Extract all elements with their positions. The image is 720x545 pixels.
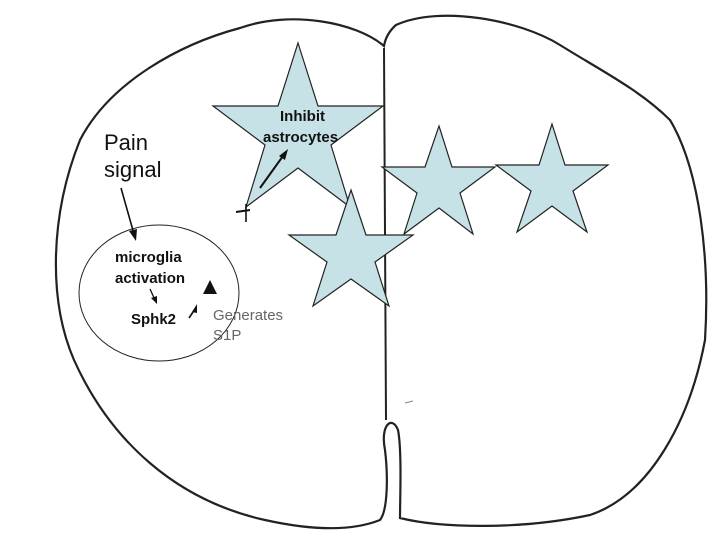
pain-label-line1: Pain (104, 130, 148, 155)
inhibit-label-line1: Inhibit (280, 108, 325, 125)
triangle-icon (203, 280, 217, 294)
astrocyte-star-right (494, 122, 610, 234)
microglia-circle (78, 224, 240, 362)
spinal-cord-outline (54, 14, 708, 530)
pain-arrow-line (120, 187, 135, 235)
pain-arrow-head (129, 229, 137, 241)
pain-label-line2: signal (104, 157, 161, 182)
sphk2-label: Sphk2 (131, 311, 176, 328)
microglia-label-line2: activation (115, 270, 185, 287)
astrocyte-star-lower (287, 188, 415, 308)
inhibit-arrow-line (259, 155, 284, 189)
small-mark (404, 400, 414, 404)
microglia-label-line1: microglia (115, 249, 182, 266)
midline (383, 47, 387, 421)
generates-arrow-head (192, 304, 197, 313)
inhibit-synapse-icon (235, 204, 251, 222)
sphk2-arrow-head (151, 296, 157, 304)
astrocyte-star-large (211, 41, 385, 209)
inhibit-label-line2: astrocytes (263, 129, 338, 146)
inhibit-arrow-head (279, 149, 288, 160)
generates-label-line2: S1P (213, 327, 241, 344)
astrocyte-star-middle (380, 124, 497, 236)
generates-label-line1: Generates (213, 307, 283, 324)
